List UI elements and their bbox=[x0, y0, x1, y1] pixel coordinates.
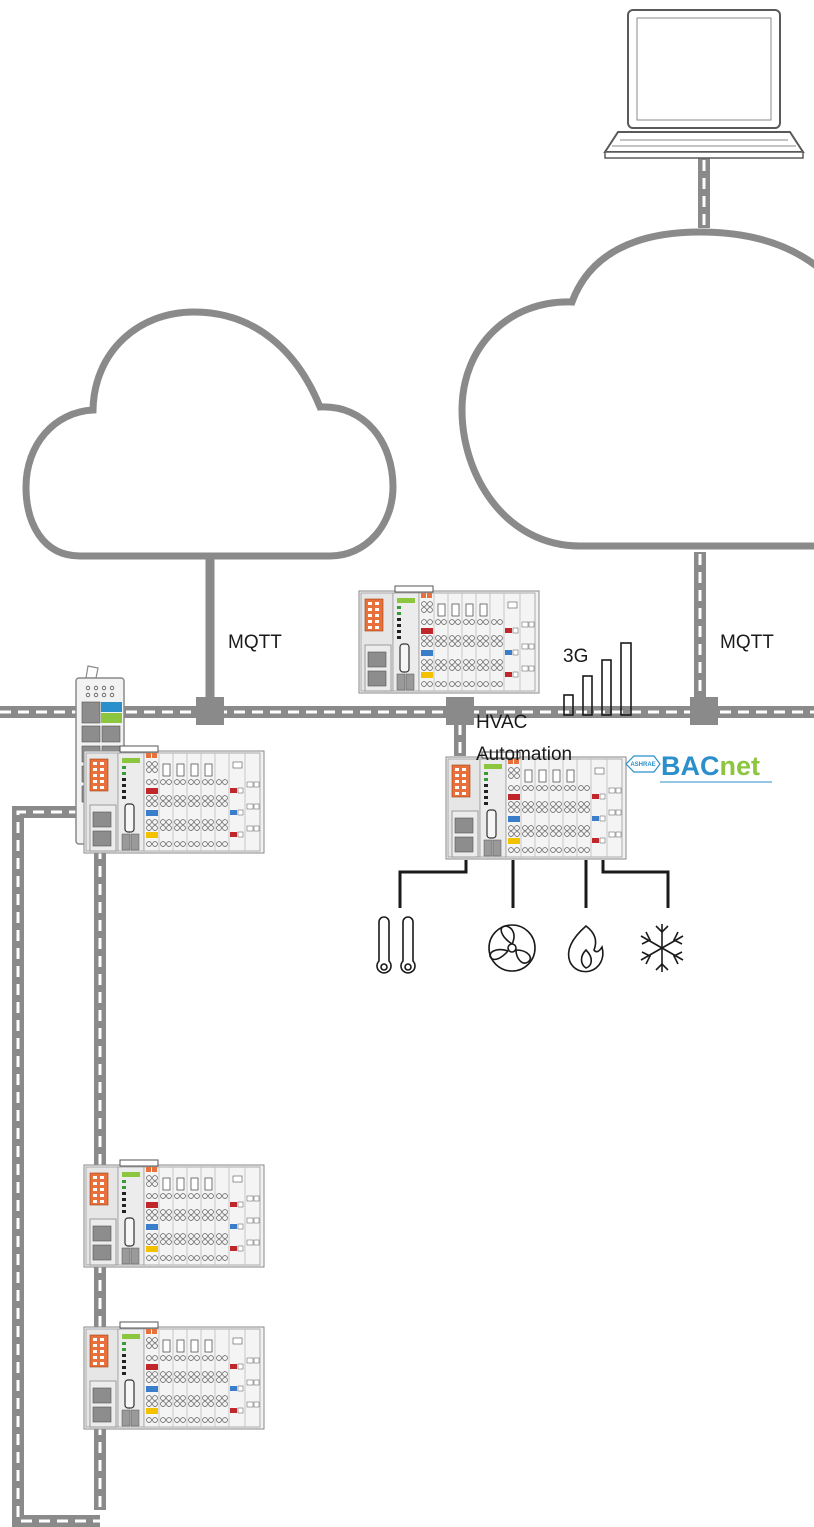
cloud-icon bbox=[22, 308, 397, 560]
junction-right bbox=[690, 697, 718, 725]
ashrae-label: ASHRAE bbox=[630, 762, 655, 768]
mqtt-label-right: MQTT bbox=[720, 632, 774, 653]
plc-controller-cellular bbox=[358, 585, 540, 694]
laptop-icon bbox=[603, 9, 805, 159]
loop-line bbox=[12, 806, 100, 1527]
mqtt-label-left: MQTT bbox=[228, 632, 282, 653]
bacnet-text: BACnet bbox=[661, 751, 760, 781]
plc-controller-2 bbox=[83, 1159, 265, 1268]
junction-center bbox=[446, 697, 474, 725]
plc-controller-3 bbox=[83, 1321, 265, 1430]
plc-controller-1 bbox=[83, 745, 265, 854]
hvac-wiring bbox=[398, 860, 670, 908]
junction-left bbox=[196, 697, 224, 725]
cloud-icon bbox=[458, 228, 814, 550]
bacnet-logo: ASHRAE BACnet bbox=[625, 751, 772, 783]
flame-icon bbox=[567, 924, 604, 973]
signal-bars-icon bbox=[563, 642, 632, 716]
hvac-label-line1: HVAC bbox=[476, 712, 527, 733]
thermometer-icon bbox=[376, 916, 416, 974]
fan-icon bbox=[488, 924, 536, 972]
snowflake-icon bbox=[640, 924, 684, 972]
plc-controller-hvac bbox=[445, 751, 627, 860]
hvac-label-line2: Automation bbox=[476, 744, 572, 765]
cellular-label: 3G bbox=[563, 646, 588, 667]
